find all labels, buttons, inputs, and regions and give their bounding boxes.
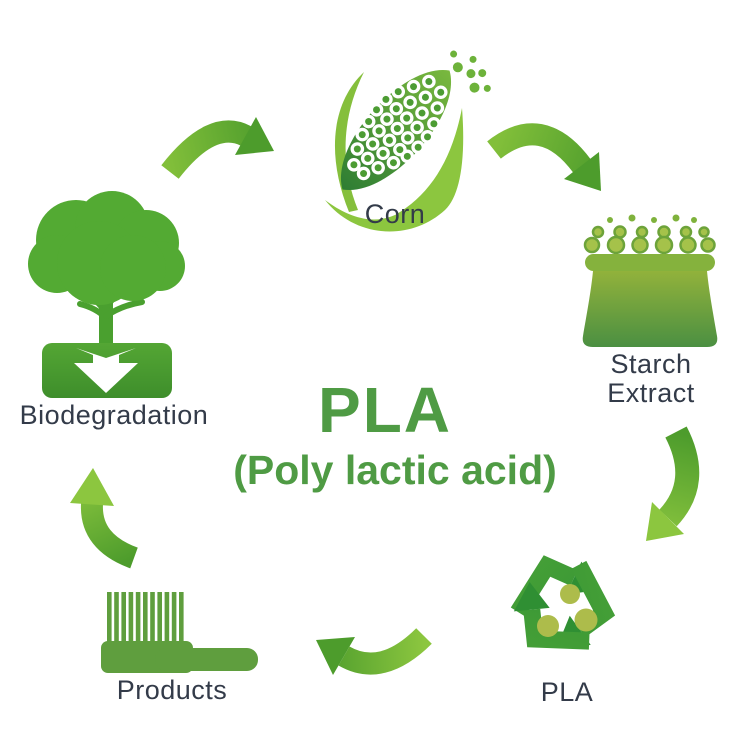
starch-sack-icon	[582, 214, 718, 347]
corn-icon	[325, 50, 491, 232]
toothbrush-icon	[101, 592, 258, 673]
center-title-pla: PLA	[318, 374, 452, 446]
toothbrush-bristles	[107, 592, 184, 648]
pla-label: PLA	[540, 677, 594, 707]
arrow-starch-to-pla	[646, 426, 700, 541]
arrow-corn-to-starch	[487, 123, 601, 191]
tree-canopy	[28, 191, 185, 305]
biodegradation-label: Biodegradation	[19, 400, 209, 430]
products-label: Products	[116, 675, 228, 705]
arrow-pla-to-products	[316, 628, 432, 675]
starch-extract-label: Starch Extract	[607, 349, 695, 409]
pla-pellets	[537, 584, 598, 637]
corn-label: Corn	[364, 199, 426, 229]
arrow-biodegradation-to-corn	[161, 117, 274, 179]
center-subtitle-full-name: (Poly lactic acid)	[233, 447, 557, 493]
arrow-products-to-biodegradation	[70, 468, 139, 569]
tree-biodegradation-icon	[28, 191, 185, 398]
recycle-icon	[510, 555, 616, 650]
down-arrow-icon	[74, 348, 138, 393]
